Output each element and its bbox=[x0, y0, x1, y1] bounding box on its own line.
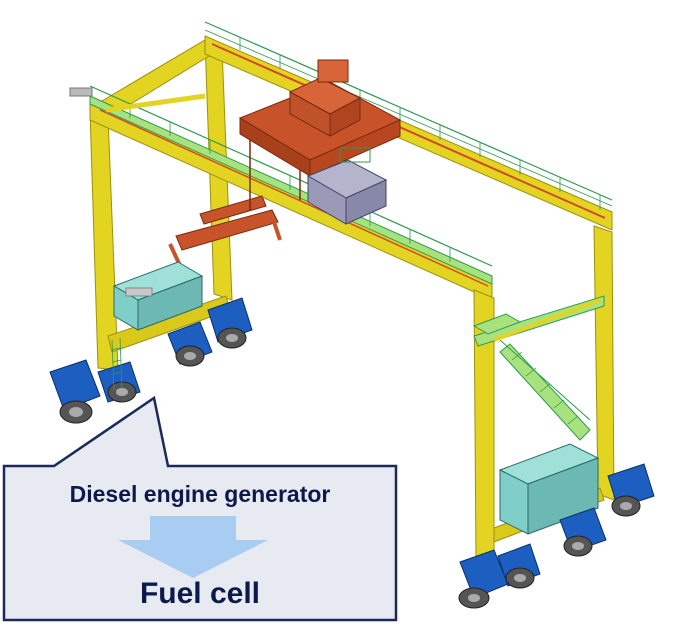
operator-cabin bbox=[306, 147, 388, 225]
callout-to-label: Fuel cell bbox=[140, 577, 260, 610]
callout-bubble bbox=[2, 395, 398, 622]
left-ladder bbox=[111, 337, 123, 391]
generator-left bbox=[112, 261, 204, 331]
down-arrow-icon bbox=[118, 516, 268, 578]
generator-right bbox=[498, 443, 600, 535]
callout-from-label: Diesel engine generator bbox=[70, 481, 331, 507]
